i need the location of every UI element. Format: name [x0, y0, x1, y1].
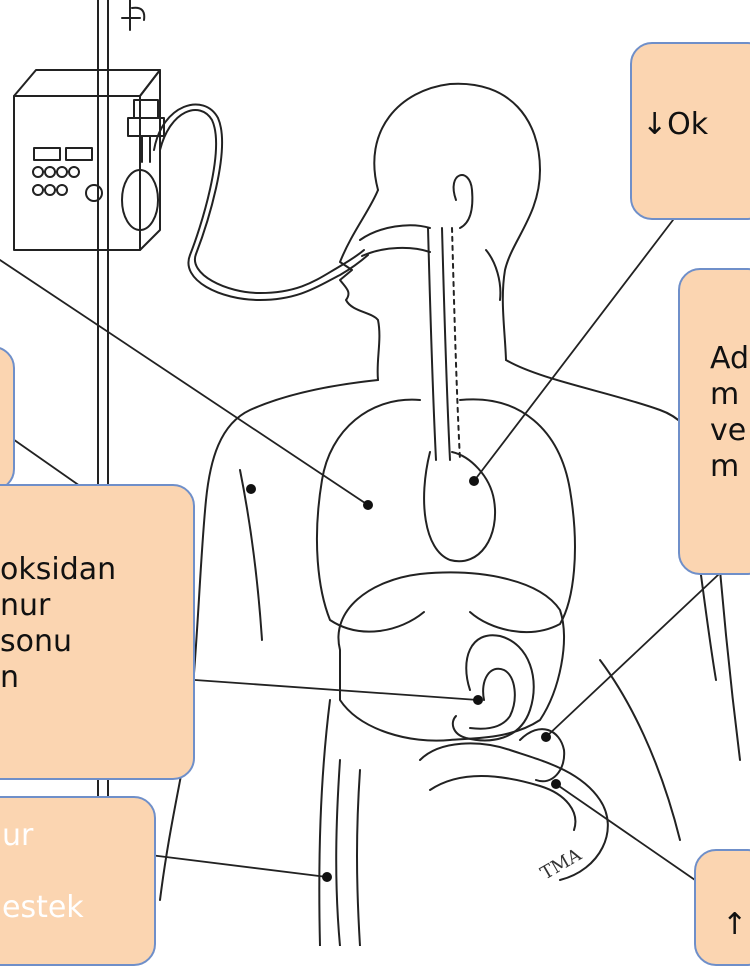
callout-left-bottom-text: ur estek [2, 818, 84, 926]
callout-left-upper [0, 346, 15, 491]
callout-left-middle-text: oksidan nur sonu n [0, 552, 116, 696]
pointer-dots [246, 476, 561, 882]
callout-left-middle: oksidan nur sonu n [0, 484, 195, 780]
liver [338, 573, 563, 741]
callout-top-right: ↓Ok [630, 42, 750, 220]
pointer-dot [469, 476, 479, 486]
artist-signature: TMA [537, 844, 586, 884]
infusion-pump [14, 70, 164, 250]
pointer-dot [473, 695, 483, 705]
callout-right-middle: Ad m ve m [678, 268, 750, 575]
intestines [336, 729, 608, 946]
lungs [317, 399, 575, 632]
stomach [453, 635, 534, 740]
esophagus [428, 228, 460, 460]
callout-bottom-right-text: ↑ [722, 907, 747, 943]
head-outline [340, 84, 540, 380]
callout-top-right-text: ↓Ok [642, 107, 708, 143]
pointer-dot [246, 484, 256, 494]
pointer-dot [363, 500, 373, 510]
callout-left-bottom: ur estek [0, 796, 156, 966]
callout-right-middle-text: Ad m ve m [710, 341, 749, 485]
pointer-dot [541, 732, 551, 742]
pointer-dot [322, 872, 332, 882]
pointer-dot [551, 779, 561, 789]
callout-bottom-right: ↑ [694, 849, 750, 966]
feeding-tube [154, 104, 368, 300]
